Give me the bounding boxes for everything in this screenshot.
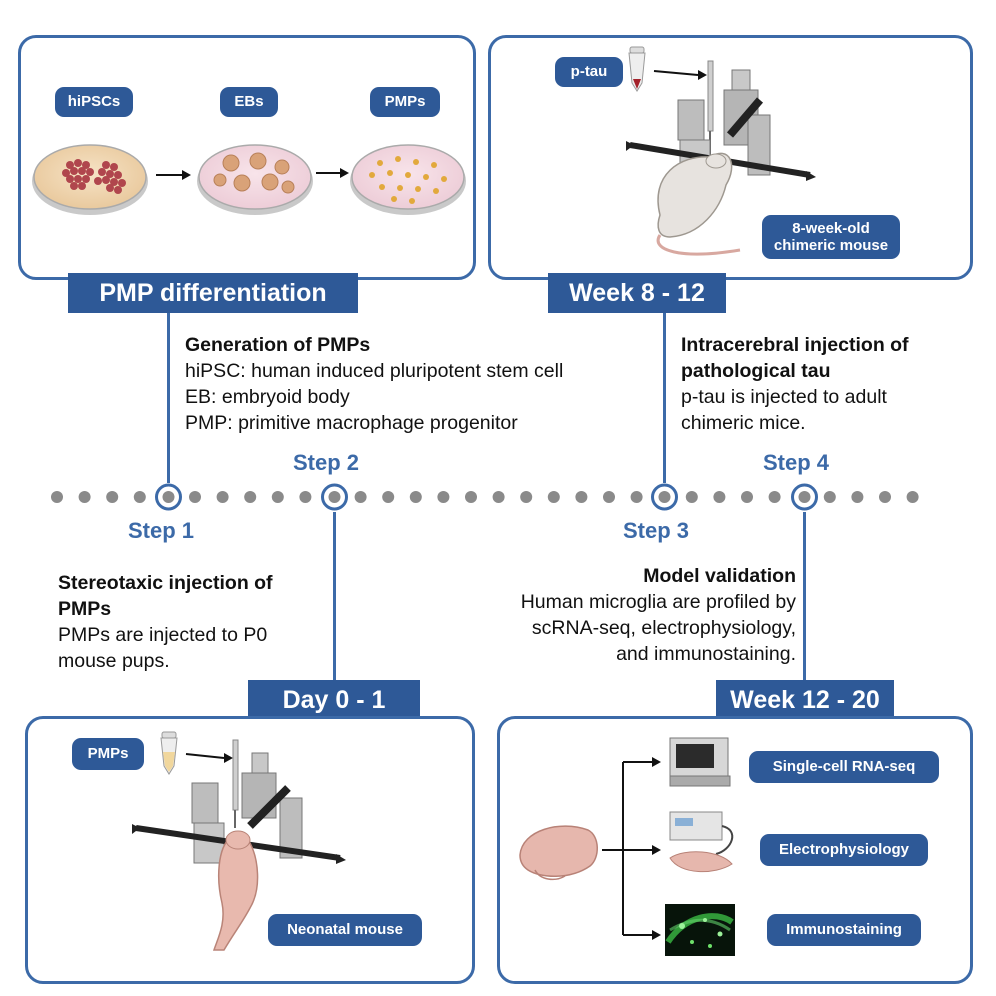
step-3-label: Step 3 (623, 518, 690, 543)
eb-label: EBs (220, 87, 278, 117)
single-cell-rnaseq-label: Single-cell RNA-seq (749, 751, 939, 783)
timeline-step-3-dot (658, 491, 671, 503)
generation-of-pmps-text: Generation of PMPs hiPSC: human induced … (185, 332, 665, 436)
timeline-dot (492, 491, 505, 503)
timeline-dot (133, 491, 146, 503)
intracerebral-injection-text: Intracerebral injection of pathological … (681, 332, 981, 436)
chimeric-mouse-label-line2: chimeric mouse (773, 237, 889, 254)
pmps-tube-icon (160, 731, 178, 775)
immunostaining-label: Immunostaining (767, 914, 921, 946)
timeline-dot (354, 491, 367, 503)
neonatal-mouse-stereotaxic-illustration (132, 731, 346, 951)
timeline-dot (768, 491, 781, 503)
brain-icon (519, 825, 598, 881)
pmps-label: PMPs (72, 738, 144, 770)
chimeric-mouse-label: 8-week-old chimeric mouse (762, 215, 900, 259)
validation-line-2: scRNA-seq, electrophysiology, (531, 617, 796, 639)
neonatal-mouse-label: Neonatal mouse (268, 914, 422, 946)
validation-methods-illustration (519, 737, 735, 956)
step2-connector-line (333, 512, 336, 686)
arrow-icon (156, 170, 191, 180)
step-2-label: Step 2 (293, 450, 360, 475)
generation-line-1: hiPSC: human induced pluripotent stem ce… (185, 360, 564, 382)
stereotaxic-title-line2: PMPs (58, 598, 112, 620)
generation-title: Generation of PMPs (185, 334, 371, 356)
timeline-dot (189, 491, 201, 503)
timeline-step-2-dot (328, 491, 341, 503)
petri-dish-sequence-illustration (32, 144, 466, 215)
stereotaxic-line-2: mouse pups. (58, 650, 170, 672)
ptau-tube-icon (628, 46, 646, 92)
intracerebral-title-line2: pathological tau (681, 360, 831, 382)
validation-title: Model validation (643, 565, 796, 587)
timeline-dot (630, 491, 643, 503)
electrophysiology-rig-icon (669, 811, 734, 873)
timeline-dot (51, 491, 63, 503)
step-1-label: Step 1 (128, 518, 195, 543)
step4-connector-line (803, 512, 806, 686)
timeline-dots (51, 483, 919, 511)
immunostaining-image-icon (665, 904, 735, 956)
timeline-step-1-dot (162, 491, 175, 503)
timeline-dot (823, 491, 836, 503)
pmp-differentiation-header: PMP differentiation (68, 273, 358, 313)
timeline-dot (879, 491, 891, 503)
stereotaxic-title-line1: Stereotaxic injection of (58, 572, 273, 594)
pmp-label: PMPs (370, 87, 440, 117)
timeline-step-4-dot (798, 491, 811, 503)
timeline-dot (575, 491, 588, 503)
timeline-dot (409, 491, 422, 503)
timeline-dot (437, 491, 450, 503)
timeline-dot (851, 491, 864, 503)
chimeric-mouse-label-line1: 8-week-old (792, 220, 870, 237)
timeline-dot (244, 491, 257, 503)
pmp-dish-icon (350, 144, 466, 215)
adult-mouse-stereotaxic-illustration (626, 46, 816, 256)
timeline-dot (547, 491, 560, 503)
timeline-dot (520, 491, 533, 503)
timeline-dot (741, 491, 753, 503)
timeline-dot (685, 491, 698, 503)
week-8-12-header: Week 8 - 12 (548, 273, 726, 313)
stereotaxic-line-1: PMPs are injected to P0 (58, 624, 268, 646)
arrow-icon (316, 168, 349, 178)
intracerebral-line-2: chimeric mice. (681, 412, 806, 434)
electrophysiology-label: Electrophysiology (760, 834, 928, 866)
intracerebral-line-1: p-tau is injected to adult (681, 386, 887, 408)
timeline-dot (713, 491, 726, 503)
intracerebral-title-line1: Intracerebral injection of (681, 334, 909, 356)
step1-connector-line (167, 313, 170, 483)
generation-line-2: EB: embryoid body (185, 386, 350, 408)
timeline-dot (299, 491, 312, 503)
timeline-dot (271, 491, 284, 503)
generation-line-3: PMP: primitive macrophage progenitor (185, 412, 518, 434)
timeline-dot (465, 491, 477, 503)
hipsc-label: hiPSCs (55, 87, 133, 117)
timeline-dot (603, 491, 615, 503)
sequencer-icon (669, 737, 731, 787)
timeline-dot (906, 491, 919, 503)
timeline-dot (78, 491, 91, 503)
day-0-1-header: Day 0 - 1 (248, 680, 420, 720)
step3-connector-line (663, 313, 666, 483)
model-validation-text: Model validation Human microglia are pro… (440, 563, 796, 667)
ptau-label: p-tau (555, 57, 623, 87)
step-4-label: Step 4 (763, 450, 830, 475)
stereotaxic-injection-text: Stereotaxic injection of PMPs PMPs are i… (58, 570, 338, 674)
week-12-20-header: Week 12 - 20 (716, 680, 894, 720)
timeline-dot (382, 491, 395, 503)
timeline-dot (106, 491, 119, 503)
timeline-dot (216, 491, 229, 503)
eb-dish-icon (197, 144, 313, 215)
hipsc-dish-icon (32, 144, 148, 215)
validation-line-1: Human microglia are profiled by (520, 591, 796, 613)
validation-line-3: and immunostaining. (616, 643, 796, 665)
